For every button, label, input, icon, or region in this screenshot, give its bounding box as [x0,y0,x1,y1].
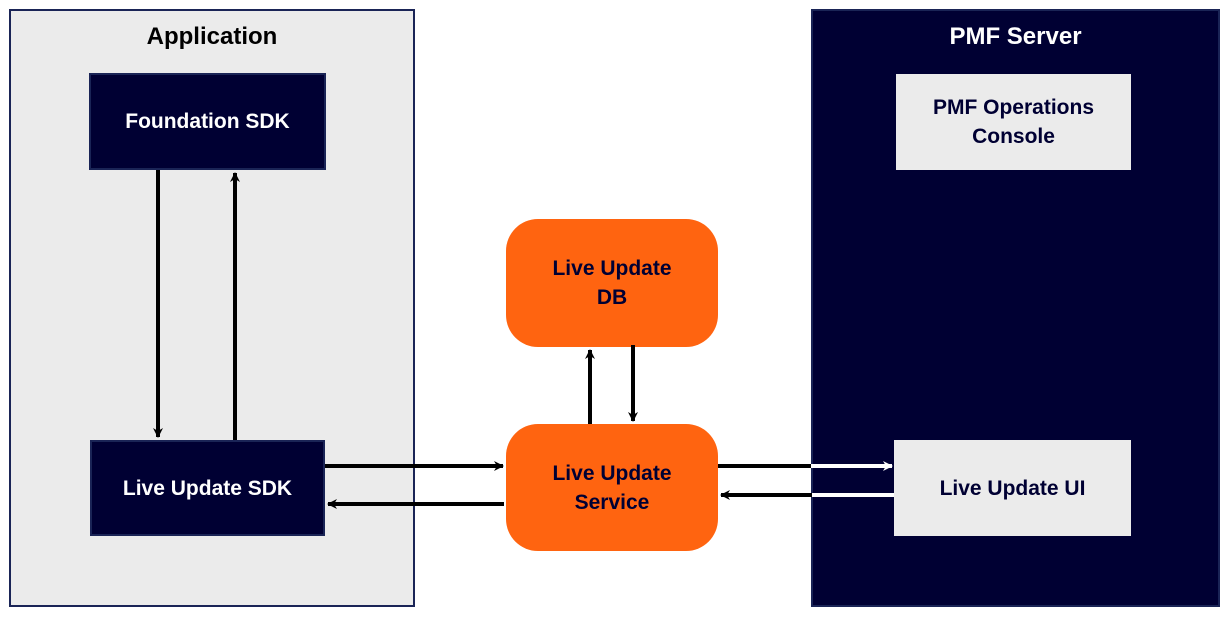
live-update-db-label-line1: Live Update [552,257,672,280]
live-update-service-label-line1: Live Update [552,461,672,485]
live-update-service-label-line2: Service [574,490,650,514]
live-update-sdk-label: Live Update SDK [122,476,293,500]
live-update-ui-label: Live Update UI [939,476,1086,500]
pmf-operations-console-label-line1: PMF Operations [932,96,1095,119]
live-update-db-node[interactable]: Live Update DB [506,219,718,347]
pmf-server-title: PMF Server [949,23,1082,50]
live-update-sdk-node[interactable]: Live Update SDK [90,440,325,536]
live-update-service-node[interactable]: Live Update Service [506,424,718,551]
live-update-ui-node[interactable]: Live Update UI [894,440,1131,536]
application-title: Application [146,23,278,50]
foundation-sdk-node[interactable]: Foundation SDK [89,73,326,170]
live-update-db-label-line2: DB [596,286,628,309]
pmf-operations-console-label-line2: Console [972,125,1055,148]
foundation-sdk-label: Foundation SDK [125,110,290,133]
pmf-operations-console-node[interactable]: PMF Operations Console [896,74,1131,170]
